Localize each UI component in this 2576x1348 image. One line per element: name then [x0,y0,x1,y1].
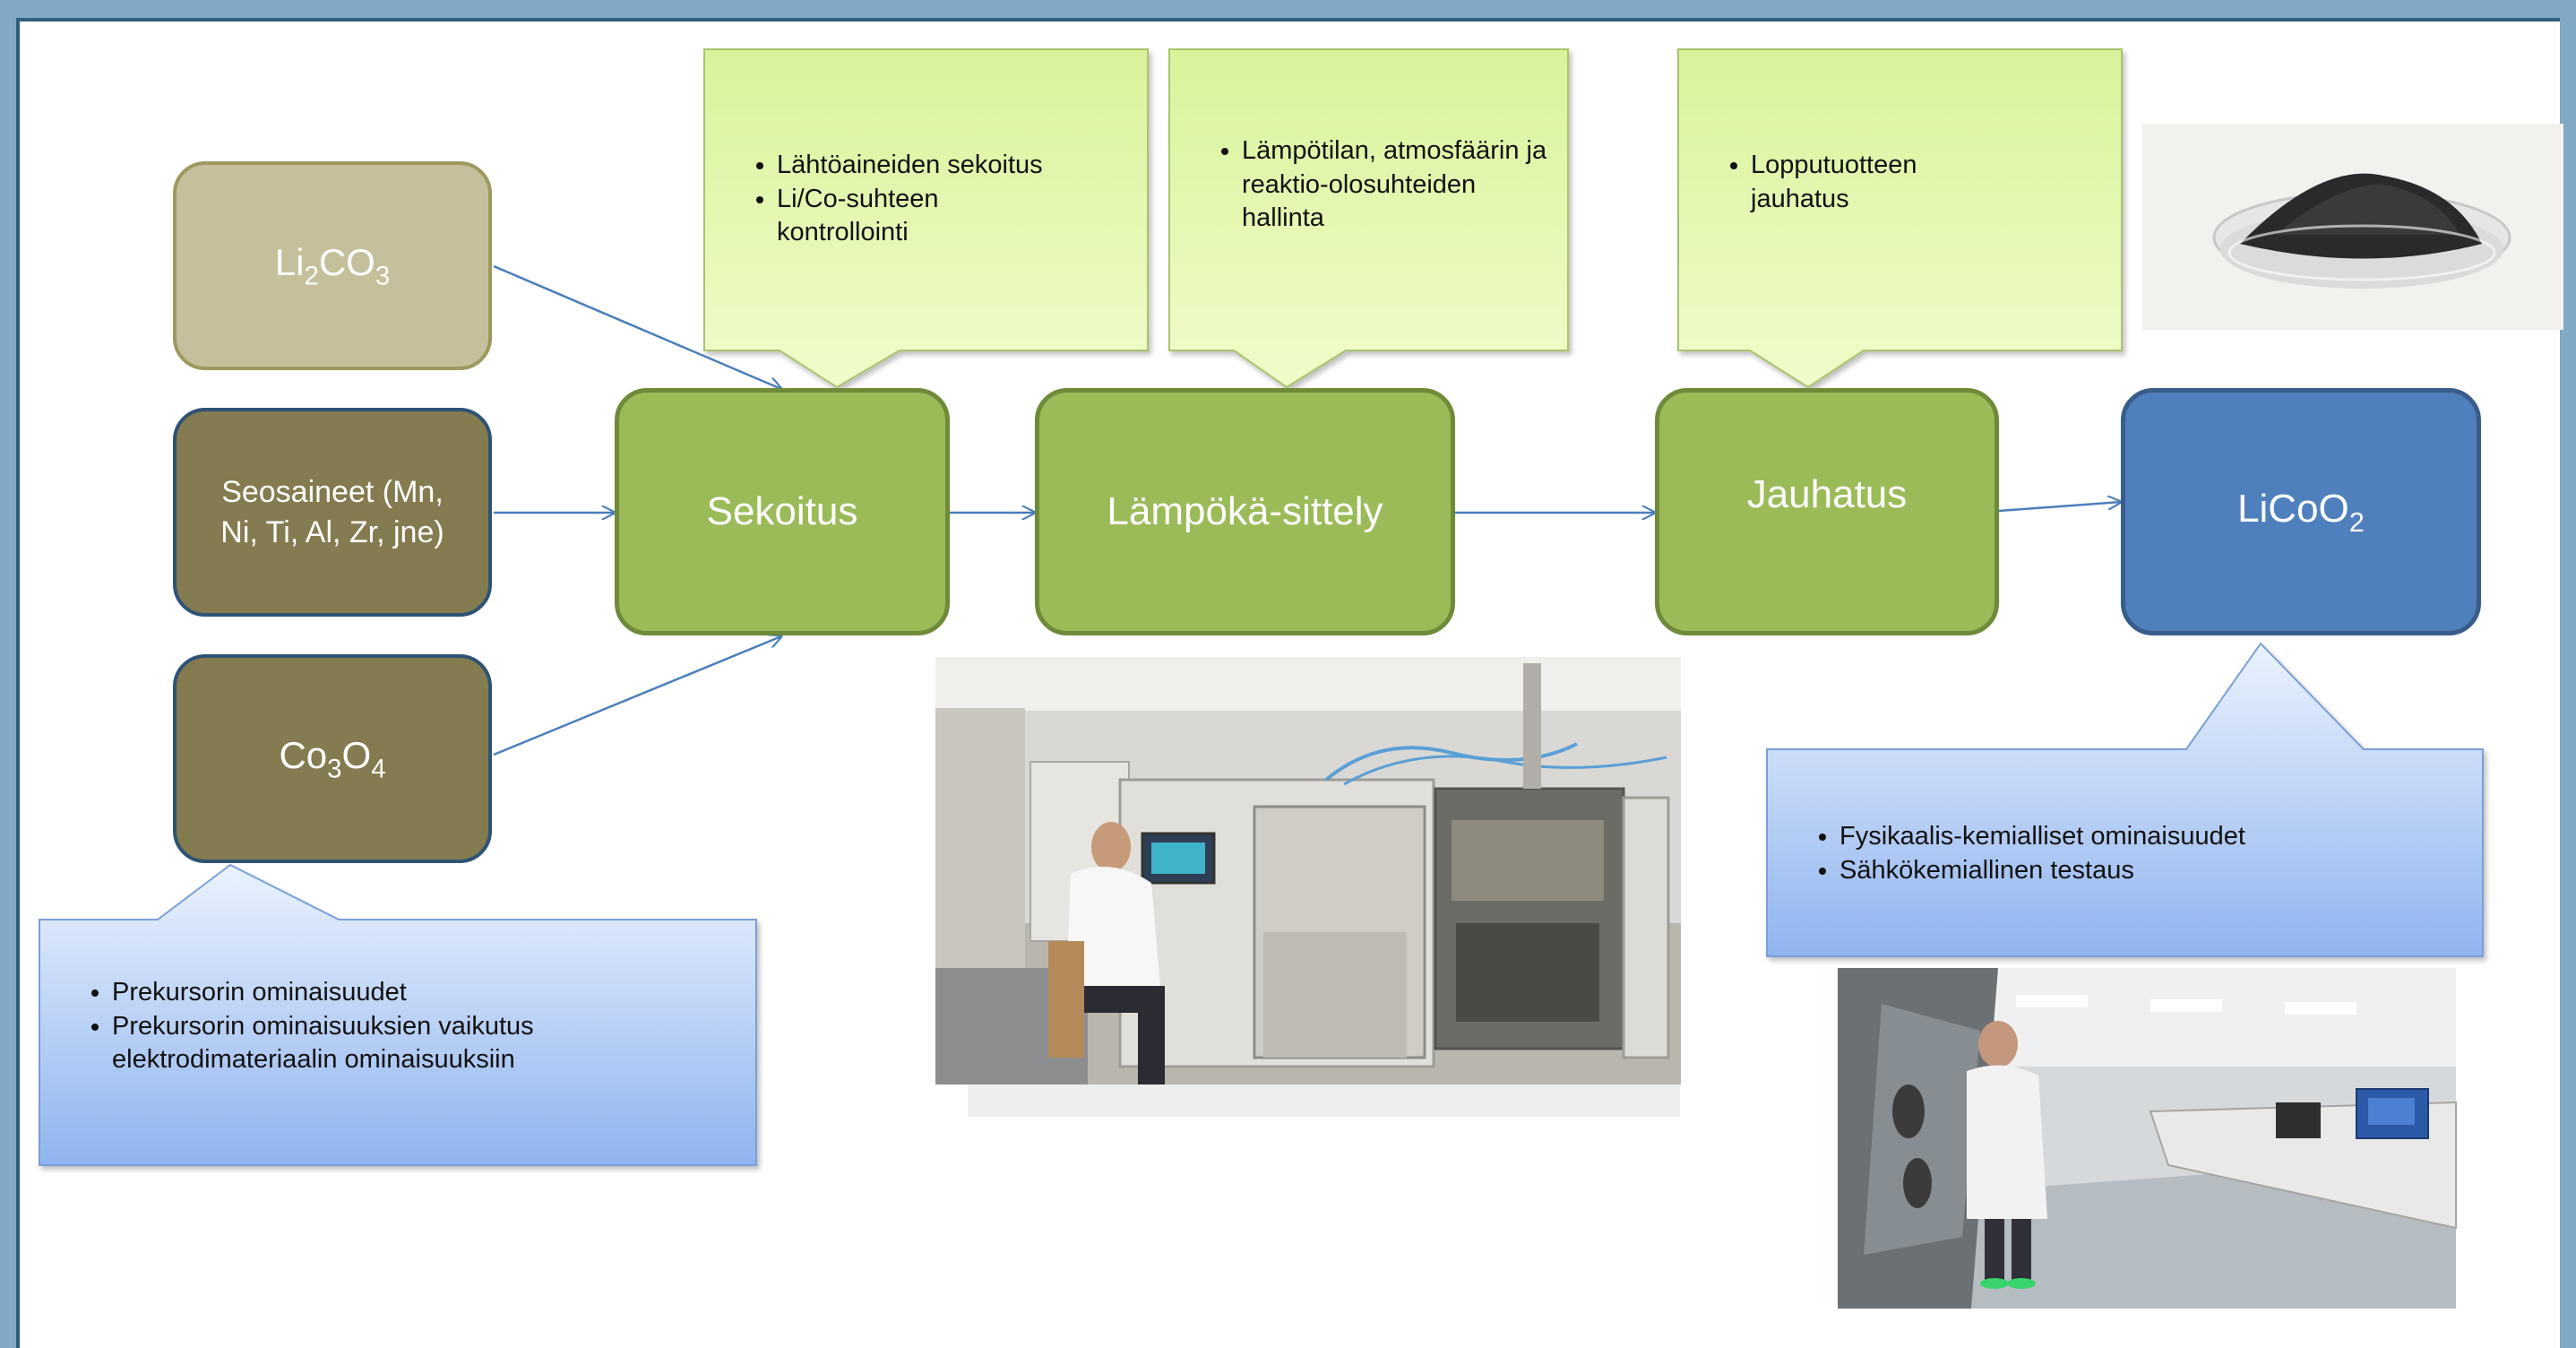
process-mixing-label: Sekoitus [706,489,858,534]
arrow-co3o4-to-mixing [493,636,781,756]
callout-precursor-item: Prekursorin ominaisuuksien vaikutus elek… [112,1010,560,1077]
callout-precursor: Prekursorin ominaisuudet Prekursorin omi… [56,976,684,1077]
input-li2co3-label: Li2CO3 [274,240,391,291]
input-co3o4: Co3O4 [173,654,492,863]
product-licoo2: LiCoO2 [2121,388,2481,635]
callout-mixing: Lähtöaineiden sekoitus Li/Co-suhteen kon… [721,149,1133,250]
product-licoo2-label: LiCoO2 [2237,487,2365,538]
callout-mixing-shape [703,48,1149,389]
callout-testing-item: Sähkökemiallinen testaus [1839,854,2411,888]
glovebox-lab-photo [1838,968,2457,1309]
callout-heat-shape [1168,48,1569,389]
callout-testing: Fysikaalis-kemialliset ominaisuudet Sähk… [1784,820,2411,887]
callout-grinding-shape [1677,48,2123,389]
process-heat-treatment-label: Lämpökä-sittely [1107,489,1383,534]
callout-heat-item: Lämpötilan, atmosfäärin ja reaktio-olosu… [1242,134,1555,236]
process-heat-treatment: Lämpökä-sittely [1035,388,1455,635]
callout-mixing-item: Lähtöaineiden sekoitus [777,149,1133,183]
process-grinding: Jauhatus [1655,388,1999,635]
callout-precursor-shape [39,863,757,1166]
callout-testing-item: Fysikaalis-kemialliset ominaisuudet [1839,820,2411,854]
callout-heat: Lämpötilan, atmosfäärin ja reaktio-olosu… [1186,134,1563,236]
callout-grinding: Lopputuotteen jauhatus [1695,149,2107,216]
arrow-li2co3-to-mixing [493,264,781,389]
callout-precursor-item: Prekursorin ominaisuudet [112,976,684,1010]
callout-grinding-item: Lopputuotteen jauhatus [1751,149,1930,216]
furnace-lab-photo [935,657,1681,1117]
arrow-grinding-to-product [1998,502,2121,513]
input-co3o4-label: Co3O4 [279,733,386,784]
process-mixing: Sekoitus [615,388,950,635]
input-alloying-elements: Seosaineet (Mn,Ni, Ti, Al, Zr, jne) [173,408,492,617]
input-alloying-elements-label: Seosaineet (Mn,Ni, Ti, Al, Zr, jne) [220,475,444,549]
powder-photo [2142,124,2563,330]
callout-testing-shape [1766,642,2484,957]
callout-mixing-item: Li/Co-suhteen kontrollointi [777,183,956,250]
process-grinding-label: Jauhatus [1746,472,1908,516]
input-li2co3: Li2CO3 [173,161,492,370]
